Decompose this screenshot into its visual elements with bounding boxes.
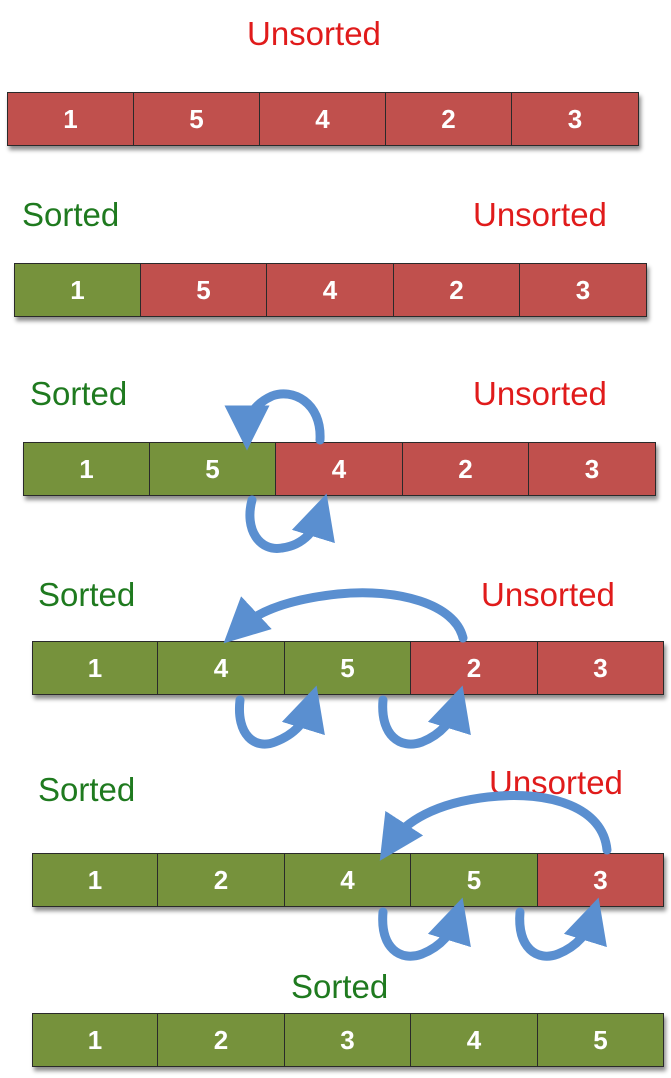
step3-arc-right-arrow — [245, 493, 335, 553]
step4-sorted-label: Sorted — [38, 576, 136, 613]
step3-sorted-label: Sorted — [30, 375, 128, 412]
step5-cell-4: 5 — [411, 853, 538, 907]
step4-cell-4: 2 — [411, 641, 538, 695]
step3-cell-1: 1 — [23, 442, 150, 496]
step2-cell-5: 3 — [520, 263, 647, 317]
step3-cell-3: 4 — [276, 442, 403, 496]
step6-cell-1: 1 — [32, 1013, 158, 1067]
step5-cell-3: 4 — [285, 853, 411, 907]
step4-cell-2: 4 — [158, 641, 285, 695]
step1-cell-1: 1 — [7, 92, 134, 146]
step2-cell-2: 5 — [141, 263, 267, 317]
step1-cell-5: 3 — [512, 92, 639, 146]
step5-sorted-label: Sorted — [38, 771, 136, 808]
step2-array: 1 5 4 2 3 — [14, 263, 647, 317]
step5-arc-left-arrow — [379, 791, 612, 861]
step4-unsorted-label: Unsorted — [481, 576, 615, 613]
step1-cell-3: 4 — [260, 92, 386, 146]
step5-array: 1 2 4 5 3 — [32, 853, 664, 907]
step6-sorted-label: Sorted — [291, 968, 389, 1005]
step3-arc-left-arrow — [224, 389, 325, 451]
step4-arc-shift-arrow-2 — [378, 685, 471, 749]
step3-cell-2: 5 — [150, 442, 276, 496]
step6-cell-4: 4 — [411, 1013, 538, 1067]
step4-cell-1: 1 — [32, 641, 158, 695]
step5-cell-5: 3 — [538, 853, 664, 907]
step6-cell-5: 5 — [538, 1013, 664, 1067]
step2-sorted-label: Sorted — [22, 196, 120, 233]
step2-cell-4: 2 — [394, 263, 520, 317]
step1-array: 1 5 4 2 3 — [7, 92, 639, 146]
step5-cell-2: 2 — [158, 853, 285, 907]
step5-arc-shift-arrow-1 — [378, 897, 471, 961]
step5-arc-shift-arrow-2 — [515, 897, 607, 961]
step5-cell-1: 1 — [32, 853, 158, 907]
step6-cell-3: 3 — [285, 1013, 411, 1067]
step4-array: 1 4 5 2 3 — [32, 641, 664, 695]
step2-cell-3: 4 — [267, 263, 394, 317]
step3-unsorted-label: Unsorted — [473, 375, 607, 412]
step1-cell-4: 2 — [386, 92, 512, 146]
step6-cell-2: 2 — [158, 1013, 285, 1067]
step2-cell-1: 1 — [14, 263, 141, 317]
step4-cell-5: 3 — [538, 641, 664, 695]
step1-cell-2: 5 — [134, 92, 260, 146]
step2-unsorted-label: Unsorted — [473, 196, 607, 233]
step3-cell-5: 3 — [529, 442, 656, 496]
step3-array: 1 5 4 2 3 — [23, 442, 656, 496]
step4-arc-shift-arrow-1 — [234, 685, 325, 749]
step4-cell-3: 5 — [285, 641, 411, 695]
step3-cell-4: 2 — [403, 442, 529, 496]
step6-array: 1 2 3 4 5 — [32, 1013, 664, 1067]
step4-arc-left-arrow — [223, 588, 468, 644]
step5-unsorted-label: Unsorted — [489, 764, 623, 801]
step1-unsorted-label: Unsorted — [247, 15, 381, 52]
